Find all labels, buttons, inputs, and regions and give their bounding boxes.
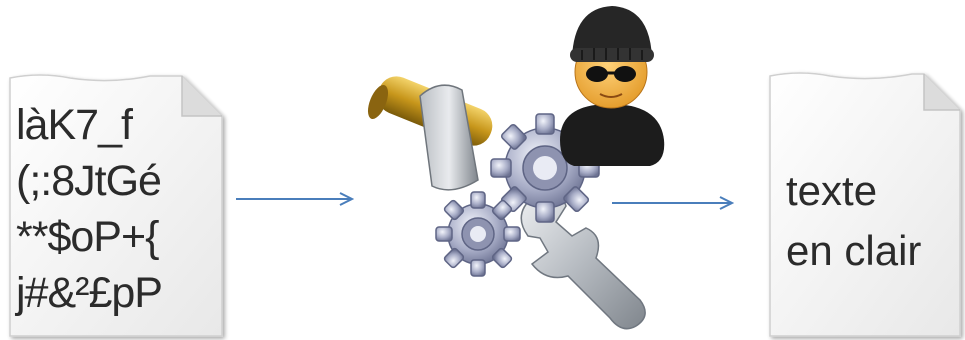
ciphertext-document-icon [9, 74, 223, 337]
plaintext-line: en clair [786, 227, 922, 274]
ciphertext-lines: làK7_f (;:8JtGé **$oP+{ j#&²£pP [0, 0, 163, 315]
ciphertext-line: j#&²£pP [16, 269, 163, 317]
small-gear-icon [435, 191, 521, 277]
masked-thief-icon [560, 6, 665, 166]
ciphertext-line: (;:8JtGé [16, 157, 162, 205]
plaintext-lines: texte en clair [0, 0, 921, 272]
hammer-icon [367, 76, 493, 191]
ciphertext-line: làK7_f [16, 101, 133, 149]
plaintext-line: texte [786, 167, 878, 214]
ciphertext-line: **$oP+{ [16, 213, 159, 261]
plaintext-document-icon [769, 72, 961, 337]
